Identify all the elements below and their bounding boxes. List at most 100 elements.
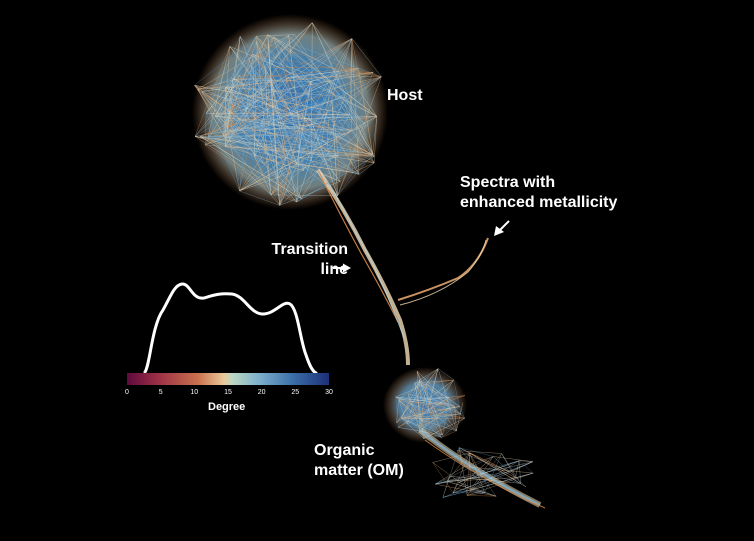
network-edge [279, 117, 330, 206]
network-edge [459, 406, 465, 419]
network-edge [279, 81, 332, 206]
network-edge [398, 397, 450, 428]
network-edge [197, 78, 236, 90]
network-edge [274, 89, 375, 157]
network-edge [372, 116, 378, 155]
network-edge [299, 38, 353, 78]
network-edge [235, 79, 300, 129]
network-edge [200, 100, 332, 137]
network-edge [224, 35, 289, 147]
network-edge [232, 76, 382, 135]
network-edge [469, 452, 486, 493]
network-edge [234, 95, 350, 115]
network-edge [254, 157, 264, 164]
network-edge [426, 379, 454, 384]
network-edge [207, 46, 231, 137]
network-edge [398, 399, 425, 439]
network-edge [326, 117, 330, 144]
network-edge [432, 462, 454, 494]
network-edge [288, 76, 331, 83]
network-edge [215, 76, 382, 117]
network-edge [398, 427, 420, 431]
network-edge [205, 144, 374, 155]
tick-0: 0 [125, 389, 129, 396]
network-edge [291, 81, 312, 115]
network-edge [274, 38, 353, 91]
network-edge [264, 66, 359, 69]
network-edge [446, 481, 497, 497]
network-edge [469, 452, 526, 488]
network-edge [419, 405, 455, 431]
network-edge [414, 382, 450, 398]
network-edge [244, 127, 297, 165]
metallicity-branch [397, 237, 489, 306]
network-edge [270, 76, 382, 196]
network-edge [435, 460, 520, 485]
degree-distribution-curve [143, 282, 318, 375]
network-edge [466, 476, 483, 496]
network-edge [420, 398, 425, 405]
network-edge [501, 453, 516, 478]
network-edge [457, 450, 502, 454]
network-edge [231, 77, 373, 155]
network-edge [442, 461, 533, 498]
network-edge [396, 404, 425, 424]
spectra-label: Spectra with enhanced metallicity [460, 174, 618, 211]
network-edge [239, 116, 377, 192]
network-edge [232, 35, 289, 80]
network-edge [299, 116, 377, 132]
network-edge [244, 127, 300, 129]
network-edge [226, 72, 374, 102]
network-edge [395, 397, 402, 419]
network-edge [279, 81, 312, 206]
network-edge [200, 76, 382, 137]
network-edge [452, 456, 494, 494]
network-edge [241, 36, 274, 121]
network-edge [279, 35, 289, 206]
network-edge [470, 460, 520, 491]
network-edge [201, 91, 245, 128]
network-edge [419, 430, 442, 438]
tick-30: 30 [325, 389, 333, 396]
network-edge [273, 36, 377, 117]
transition-strand [316, 168, 410, 366]
network-edge [398, 399, 408, 425]
network-edge [239, 190, 280, 206]
network-edge [409, 401, 442, 438]
network-edge [244, 127, 345, 135]
network-edge [419, 397, 450, 431]
network-edge [256, 34, 295, 37]
network-edge [226, 120, 243, 132]
transition-arrowhead [343, 263, 351, 273]
network-edge [419, 379, 455, 431]
network-edge [270, 194, 280, 206]
network-edge [252, 54, 382, 77]
network-edge [303, 71, 339, 171]
network-edge [288, 35, 367, 126]
network-edges [194, 22, 534, 498]
network-edge [234, 95, 297, 164]
network-edge [197, 89, 234, 135]
network-edge [414, 368, 439, 384]
network-edge [194, 85, 264, 131]
transition-line-label: Transition line [271, 241, 348, 278]
network-edge [432, 462, 471, 491]
network-edge [435, 466, 465, 485]
network-edge [264, 67, 270, 93]
network-edge [311, 22, 374, 155]
network-edge [235, 67, 359, 80]
network-edge [207, 76, 289, 138]
tick-25: 25 [291, 389, 300, 396]
network-edge [435, 456, 494, 485]
network-edge [337, 172, 354, 196]
network-edge [232, 79, 360, 175]
network-edge [330, 81, 375, 157]
network-edge [326, 96, 346, 144]
network-edge [395, 396, 443, 404]
network-edge [235, 79, 264, 164]
network-edge [270, 130, 352, 196]
network-edge [429, 368, 439, 405]
network-edge [458, 482, 497, 497]
network-edge [296, 38, 353, 203]
